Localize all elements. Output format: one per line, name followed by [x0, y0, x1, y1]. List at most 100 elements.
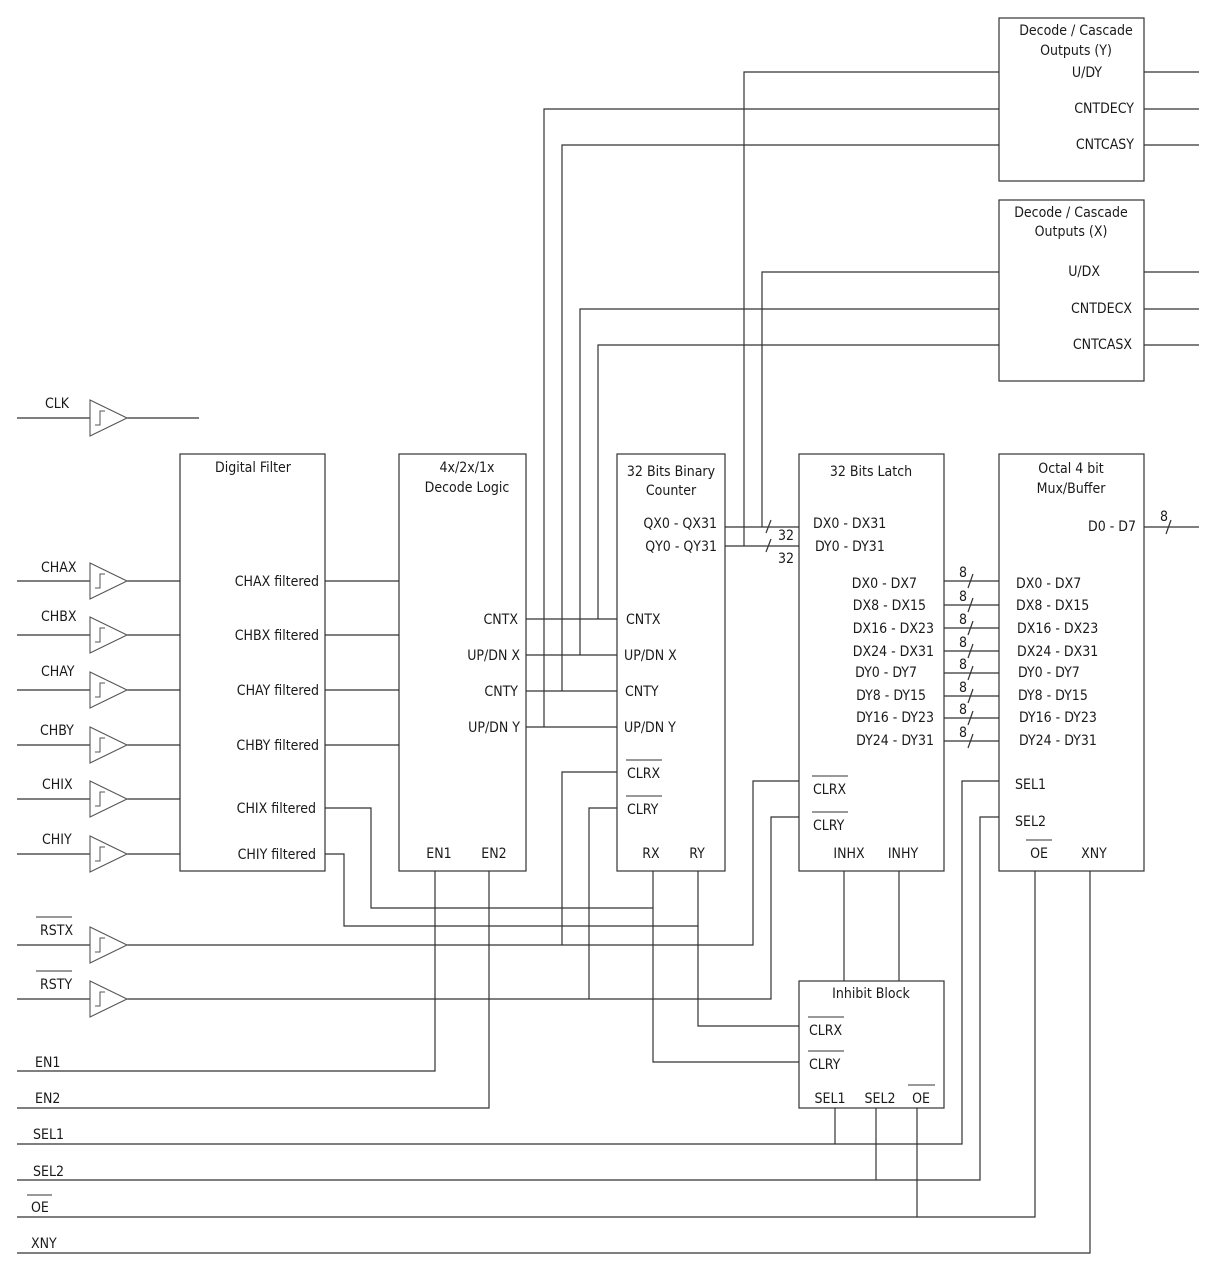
pin-latch-dy24-dy31: DY24 - DY31: [856, 733, 934, 749]
pin-u-dy: U/DY: [1072, 65, 1102, 81]
pin-latch-dx0-dx7: DX0 - DX7: [852, 576, 917, 592]
pin-u-dx: U/DX: [1068, 264, 1100, 280]
input-oe: OE: [31, 1200, 49, 1216]
pin-mux-dy0-dy7: DY0 - DY7: [1018, 665, 1080, 681]
pin-inhibit-clrx: CLRX: [809, 1023, 843, 1039]
pin-latch-dx24-dx31: DX24 - DX31: [853, 644, 934, 660]
inhibit-block: [798, 980, 945, 1109]
pin-latch-clry: CLRY: [813, 818, 845, 834]
latch-title: 32 Bits Latch: [830, 464, 912, 480]
input-chiy: CHIY: [42, 832, 72, 848]
pin-qy0-qy31: QY0 - QY31: [645, 539, 717, 555]
input-rsty: RSTY: [40, 977, 72, 993]
pin-chay-filtered: CHAY filtered: [237, 683, 319, 699]
bus-width-dx8: 8: [959, 589, 967, 605]
pin-mux-dy8-dy15: DY8 - DY15: [1018, 688, 1088, 704]
inhibit-block-title: Inhibit Block: [832, 986, 910, 1002]
input-chay: CHAY: [41, 664, 75, 680]
input-clk: CLK: [45, 396, 70, 412]
pin-decode-en2: EN2: [481, 846, 506, 862]
bus-width-dy0: 8: [959, 657, 967, 673]
bus-width-dy8: 8: [959, 680, 967, 696]
pin-latch-dy0-dy31: DY0 - DY31: [815, 539, 885, 555]
wires: [17, 71, 1199, 1254]
decode-cascade-y-title-2: Outputs (Y): [1040, 43, 1112, 59]
input-en2: EN2: [35, 1091, 60, 1107]
pin-inhibit-sel1: SEL1: [815, 1091, 846, 1107]
pin-decode-en1: EN1: [426, 846, 451, 862]
bus-slashes: [765, 519, 1172, 749]
buffer-rstx-icon: [89, 926, 129, 964]
pin-mux-dx16-dx23: DX16 - DX23: [1017, 621, 1098, 637]
buffer-rsty-icon: [89, 980, 129, 1018]
pin-counter-updn-y: UP/DN Y: [624, 720, 676, 736]
pin-mux-dy24-dy31: DY24 - DY31: [1019, 733, 1097, 749]
pin-mux-sel2: SEL2: [1015, 814, 1046, 830]
pin-latch-dy16-dy23: DY16 - DY23: [856, 710, 934, 726]
pin-counter-cnty: CNTY: [625, 684, 659, 700]
pin-chby-filtered: CHBY filtered: [236, 738, 319, 754]
pin-latch-dx0-dx31: DX0 - DX31: [813, 516, 886, 532]
pin-cntcasy: CNTCASY: [1076, 137, 1134, 153]
decode-cascade-x-title-2: Outputs (X): [1035, 224, 1108, 240]
input-en1: EN1: [35, 1055, 60, 1071]
pin-counter-ry: RY: [689, 846, 705, 862]
pin-latch-dx8-dx15: DX8 - DX15: [853, 598, 926, 614]
pin-cntdecx: CNTDECX: [1071, 301, 1132, 317]
pin-counter-clry: CLRY: [627, 802, 659, 818]
pin-inhibit-sel2: SEL2: [865, 1091, 896, 1107]
mux-buffer-title-2: Mux/Buffer: [1037, 481, 1107, 497]
pin-mux-oe: OE: [1030, 846, 1048, 862]
buffer-chay-icon: [89, 671, 129, 709]
binary-counter-title-2: Counter: [646, 483, 697, 499]
decode-logic-block: [398, 453, 527, 872]
pin-counter-rx: RX: [642, 846, 660, 862]
input-sel1: SEL1: [33, 1127, 64, 1143]
pin-latch-dy8-dy15: DY8 - DY15: [856, 688, 926, 704]
buffer-chiy-icon: [89, 835, 129, 873]
pin-mux-d0-d7: D0 - D7: [1088, 519, 1136, 535]
buffer-chix-icon: [89, 780, 129, 818]
decode-cascade-y-title-1: Decode / Cascade: [1019, 23, 1133, 39]
pin-inhibit-clry: CLRY: [809, 1057, 841, 1073]
pin-decode-cnty: CNTY: [484, 684, 518, 700]
mux-buffer-block: [998, 453, 1145, 872]
pin-cntdecy: CNTDECY: [1074, 101, 1134, 117]
digital-filter-title: Digital Filter: [215, 460, 292, 476]
pin-chax-filtered: CHAX filtered: [235, 574, 319, 590]
pin-cntcasx: CNTCASX: [1073, 337, 1132, 353]
latch-block: [798, 453, 945, 872]
decode-cascade-x-title-1: Decode / Cascade: [1014, 205, 1128, 221]
pin-mux-dx0-dx7: DX0 - DX7: [1016, 576, 1081, 592]
pin-decode-updn-x: UP/DN X: [467, 648, 520, 664]
pin-qx0-qx31: QX0 - QX31: [643, 516, 717, 532]
input-sel2: SEL2: [33, 1164, 64, 1180]
pin-latch-dx16-dx23: DX16 - DX23: [853, 621, 934, 637]
pin-chiy-filtered: CHIY filtered: [238, 847, 316, 863]
input-rstx: RSTX: [40, 923, 73, 939]
pin-counter-clrx: CLRX: [627, 766, 661, 782]
bus-width-dx16: 8: [959, 612, 967, 628]
buffer-chbx-icon: [89, 616, 129, 654]
pin-mux-dx24-dx31: DX24 - DX31: [1017, 644, 1098, 660]
pin-chix-filtered: CHIX filtered: [237, 801, 316, 817]
bus-width-dy24: 8: [959, 725, 967, 741]
bus-width-dx0: 8: [959, 565, 967, 581]
buffer-chax-icon: [89, 562, 129, 600]
binary-counter-block: [616, 453, 726, 872]
pin-mux-dx8-dx15: DX8 - DX15: [1016, 598, 1089, 614]
decode-cascade-x-block: [998, 199, 1145, 382]
active-low-overbars: [27, 759, 1052, 1196]
digital-filter-block: [179, 453, 326, 872]
pin-decode-updn-y: UP/DN Y: [468, 720, 520, 736]
pin-inhibit-oe: OE: [912, 1091, 930, 1107]
buffer-clk-icon: [89, 399, 129, 437]
input-chby: CHBY: [40, 723, 74, 739]
buffer-chby-icon: [89, 726, 129, 764]
pin-mux-dy16-dy23: DY16 - DY23: [1019, 710, 1097, 726]
bus-width-data-out: 8: [1160, 509, 1168, 525]
pin-counter-cntx: CNTX: [626, 612, 661, 628]
input-chbx: CHBX: [41, 609, 77, 625]
pin-mux-xny: XNY: [1081, 846, 1107, 862]
